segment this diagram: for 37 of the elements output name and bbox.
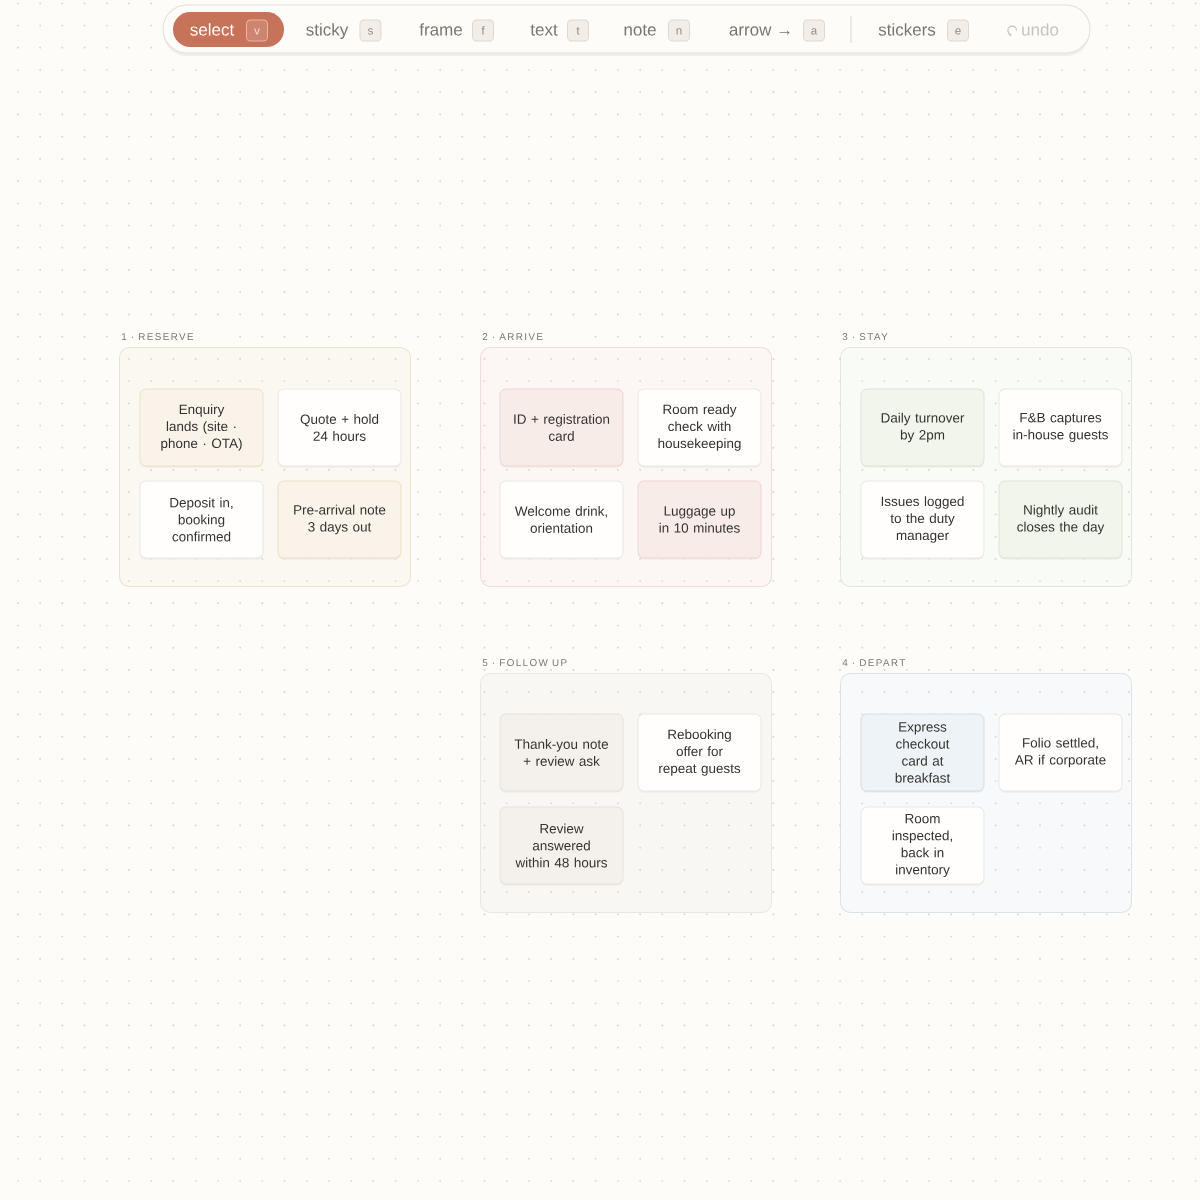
shortcut-key: n bbox=[668, 19, 690, 42]
tool-label: frame bbox=[419, 23, 462, 36]
sticky-note: ID + registration card bbox=[499, 388, 624, 468]
sticky-note: Folio settled, AR if corporate bbox=[998, 713, 1123, 793]
tool-label: note bbox=[624, 24, 656, 36]
sticky-note: Room inspected, back in inventory bbox=[860, 806, 985, 886]
sticky-note: Express checkout card at breakfast bbox=[860, 713, 985, 793]
sticky-note: Issues logged to the duty manager bbox=[860, 480, 985, 560]
tool-label: stickers bbox=[878, 23, 936, 36]
shortcut-key: t bbox=[567, 19, 589, 42]
sticky-note: Nightly audit closes the day bbox=[998, 480, 1123, 560]
sticky-note: F&B captures in-house guests bbox=[998, 388, 1123, 468]
sticky-note: Room ready check with housekeeping bbox=[637, 388, 762, 468]
tool-label: text bbox=[530, 24, 558, 36]
node-label: 5 · FOLLOW UP bbox=[482, 659, 567, 667]
sticky-note: Daily turnover by 2pm bbox=[860, 388, 985, 468]
node-label: 1 · RESERVE bbox=[122, 333, 194, 341]
shortcut-key: v bbox=[246, 19, 268, 42]
tool-label: undo bbox=[1022, 23, 1059, 36]
shortcut-key: s bbox=[359, 19, 382, 42]
tool-label: arrow → bbox=[729, 26, 790, 36]
shortcut-key: f bbox=[472, 19, 494, 42]
sticky-note: Thank-you note + review ask bbox=[499, 713, 624, 793]
tool-label: sticky bbox=[306, 23, 349, 40]
sticky-note: Luggage up in 10 minutes bbox=[637, 480, 762, 560]
node-label: 4 · DEPART bbox=[842, 659, 906, 667]
node-label: 3 · STAY bbox=[842, 333, 888, 341]
sticky-note: Welcome drink, orientation bbox=[499, 480, 624, 560]
sticky-note: Deposit in, booking confirmed bbox=[139, 480, 264, 560]
shortcut-key: a bbox=[803, 19, 825, 42]
sticky-note: Rebooking offer for repeat guests bbox=[637, 713, 762, 793]
sticky-note: Review answered within 48 hours bbox=[499, 806, 624, 886]
sticky-note: Pre-arrival note 3 days out bbox=[277, 480, 402, 560]
sticky-note: Quote + hold 24 hours bbox=[277, 388, 402, 468]
sticky-note: Enquiry lands (site · phone · OTA) bbox=[139, 388, 264, 468]
shortcut-key: e bbox=[947, 19, 969, 42]
node-label: 2 · ARRIVE bbox=[482, 333, 543, 341]
